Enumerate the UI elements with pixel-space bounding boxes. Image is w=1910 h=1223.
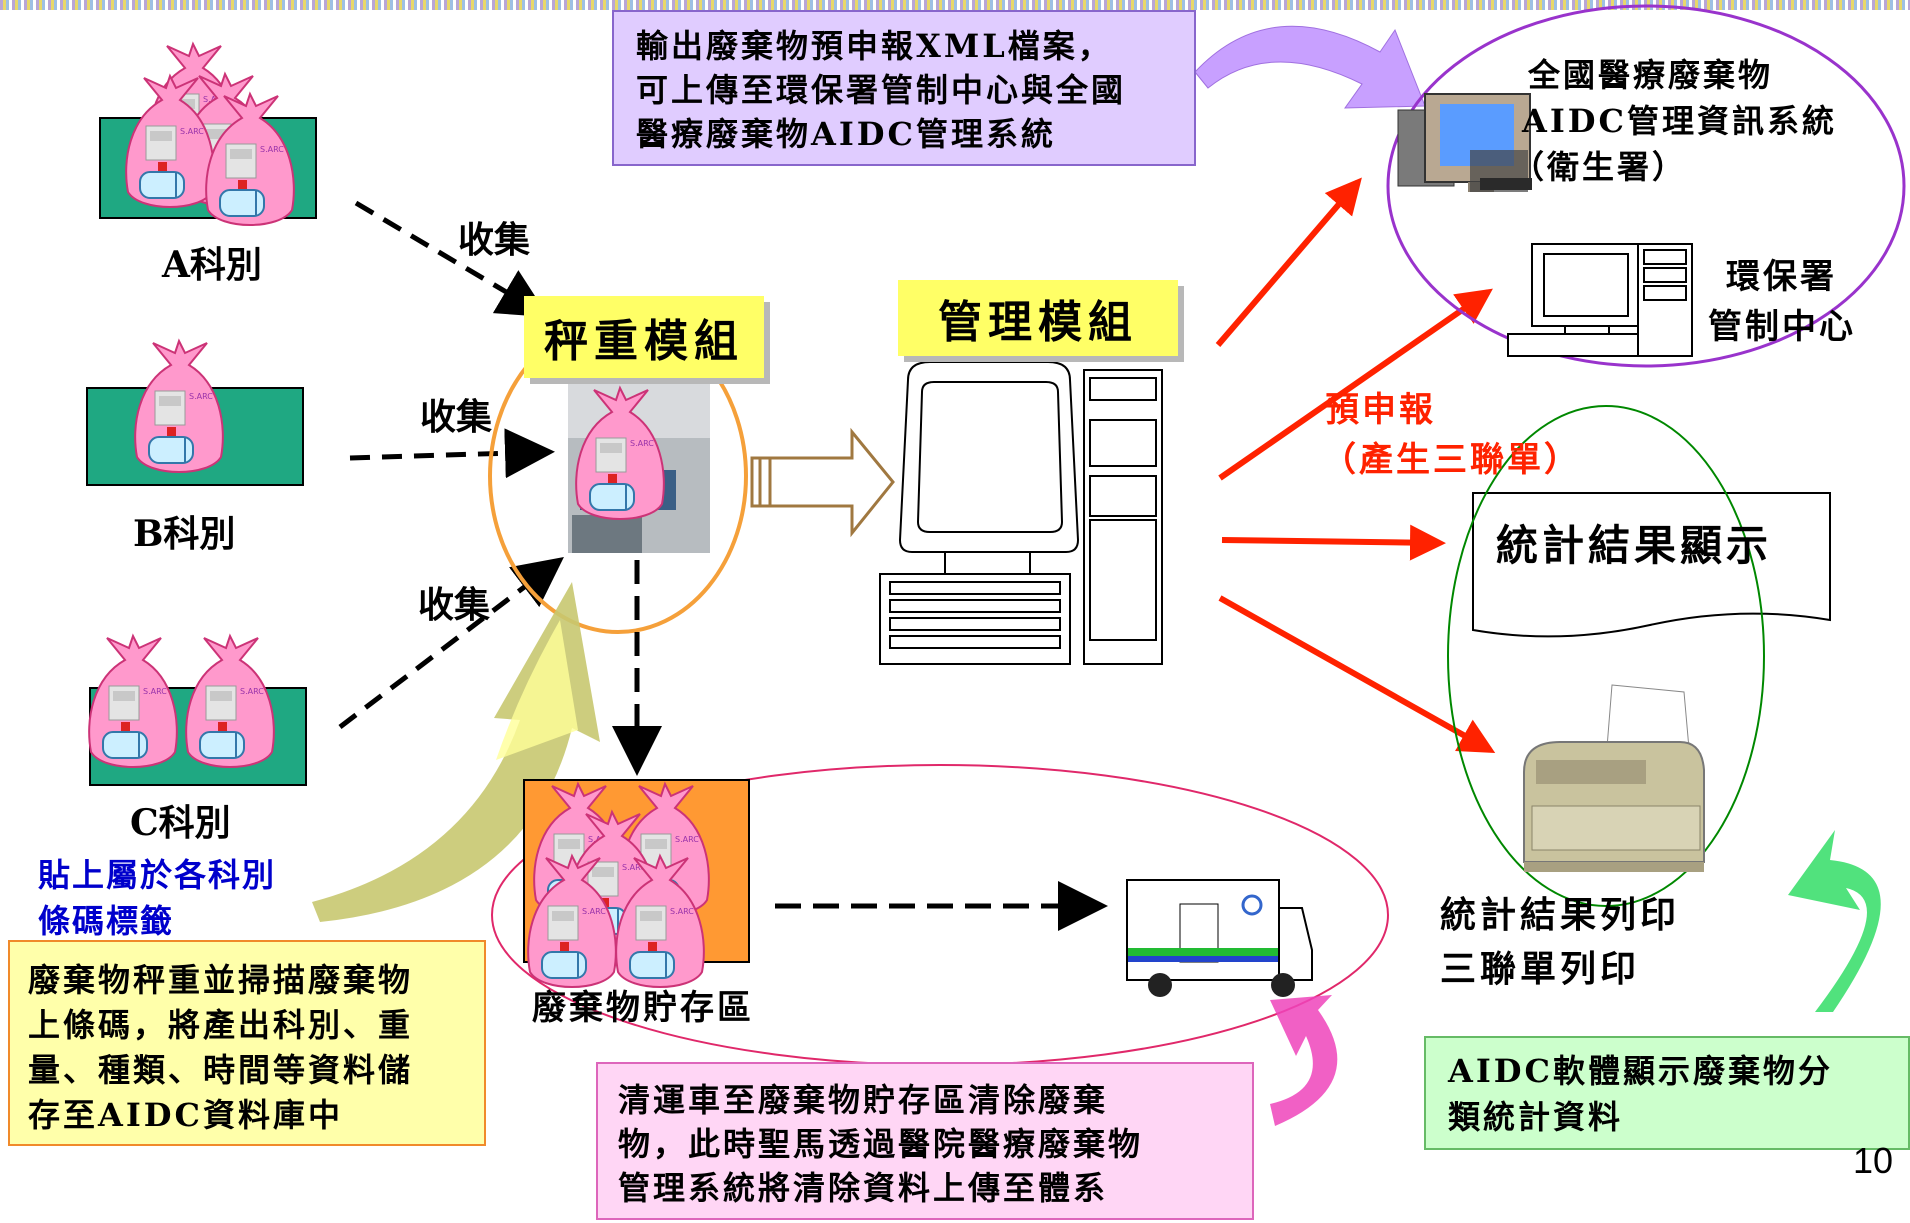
weigh-module-tag: 秤重模組 [524,296,764,378]
cleaning-note-line-1: 清運車至廢棄物貯存區清除廢棄 [618,1081,1109,1119]
collect-label-c: 收集 [418,584,491,626]
stats-display-label: 統計結果顯示 [1496,521,1773,570]
weigh-note-line-4: 存至AIDC資料庫中 [28,1096,344,1134]
truck-illustration [1126,879,1313,997]
printer-illustration [1523,684,1705,872]
print-line-2: 三聯單列印 [1440,948,1641,990]
weigh-note-line-2: 上條碼，將產出科別、重 [28,1006,414,1044]
top-decorative-strip [0,0,1910,10]
national-pc [1397,93,1532,192]
xml-note-line-2: 可上傳至環保署管制中心與全國 [636,71,1127,109]
xml-note-line-1: 輸出廢棄物預申報XML檔案， [636,27,1113,65]
cleaning-truck-note: 清運車至廢棄物貯存區清除廢棄 物，此時聖馬透過醫院醫療廢棄物 管理系統將清除資料… [596,1062,1254,1220]
national-line-2: AIDC管理資訊系統 [1522,102,1838,140]
mgmt-computer [879,361,1163,665]
dept-a-label: A科別 [162,244,262,286]
cleaning-note-line-2: 物，此時聖馬透過醫院醫療廢棄物 [618,1125,1144,1163]
cleaning-note-line-3: 管理系統將清除資料上傳至體系 [618,1169,1109,1207]
national-system-label: 全國醫療廢棄物 AIDC管理資訊系統 （衛生署） [1512,52,1872,190]
epa-line-1: 環保署 [1726,257,1837,297]
pre-declare-label: 預申報 [1325,390,1436,430]
label-note-line-2: 條碼標籤 [38,902,175,940]
weigh-note-line-1: 廢棄物秤重並掃描廢棄物 [28,961,414,999]
weigh-process-note: 廢棄物秤重並掃描廢棄物 上條碼，將產出科別、重 量、種類、時間等資料儲 存至AI… [8,940,486,1146]
storage-area-label: 廢棄物貯存區 [532,988,754,1028]
barcode-label-note: 貼上屬於各科別 條碼標籤 [38,852,338,944]
dept-b-label: B科別 [133,513,236,555]
national-line-3: （衛生署） [1512,148,1688,186]
epa-center-label: 環保署 管制中心 [1708,252,1898,352]
print-output-label: 統計結果列印 三聯單列印 [1440,888,1740,996]
national-line-1: 全國醫療廢棄物 [1528,56,1774,94]
xml-note-line-3: 醫療廢棄物AIDC管理系統 [636,115,1057,153]
label-note-line-1: 貼上屬於各科別 [38,856,277,894]
triplicate-form-label: （產生三聯單） [1322,440,1581,480]
collect-label-b: 收集 [420,396,493,438]
page-number: 10 [1853,1140,1894,1181]
print-line-1: 統計結果列印 [1440,894,1681,936]
epa-computer [1507,243,1693,357]
collect-label-a: 收集 [458,219,531,261]
aidc-stats-note: AIDC軟體顯示廢棄物分 類統計資料 [1424,1036,1910,1150]
aidc-note-line-1: AIDC軟體顯示廢棄物分 [1448,1052,1834,1090]
dept-c-label: C科別 [130,802,231,844]
weigh-note-line-3: 量、種類、時間等資料儲 [28,1051,414,1089]
mgmt-module-tag: 管理模組 [898,280,1178,356]
aidc-note-line-2: 類統計資料 [1448,1098,1624,1136]
epa-line-2: 管制中心 [1708,307,1856,347]
xml-export-note: 輸出廢棄物預申報XML檔案， 可上傳至環保署管制中心與全國 醫療廢棄物AIDC管… [612,10,1196,166]
